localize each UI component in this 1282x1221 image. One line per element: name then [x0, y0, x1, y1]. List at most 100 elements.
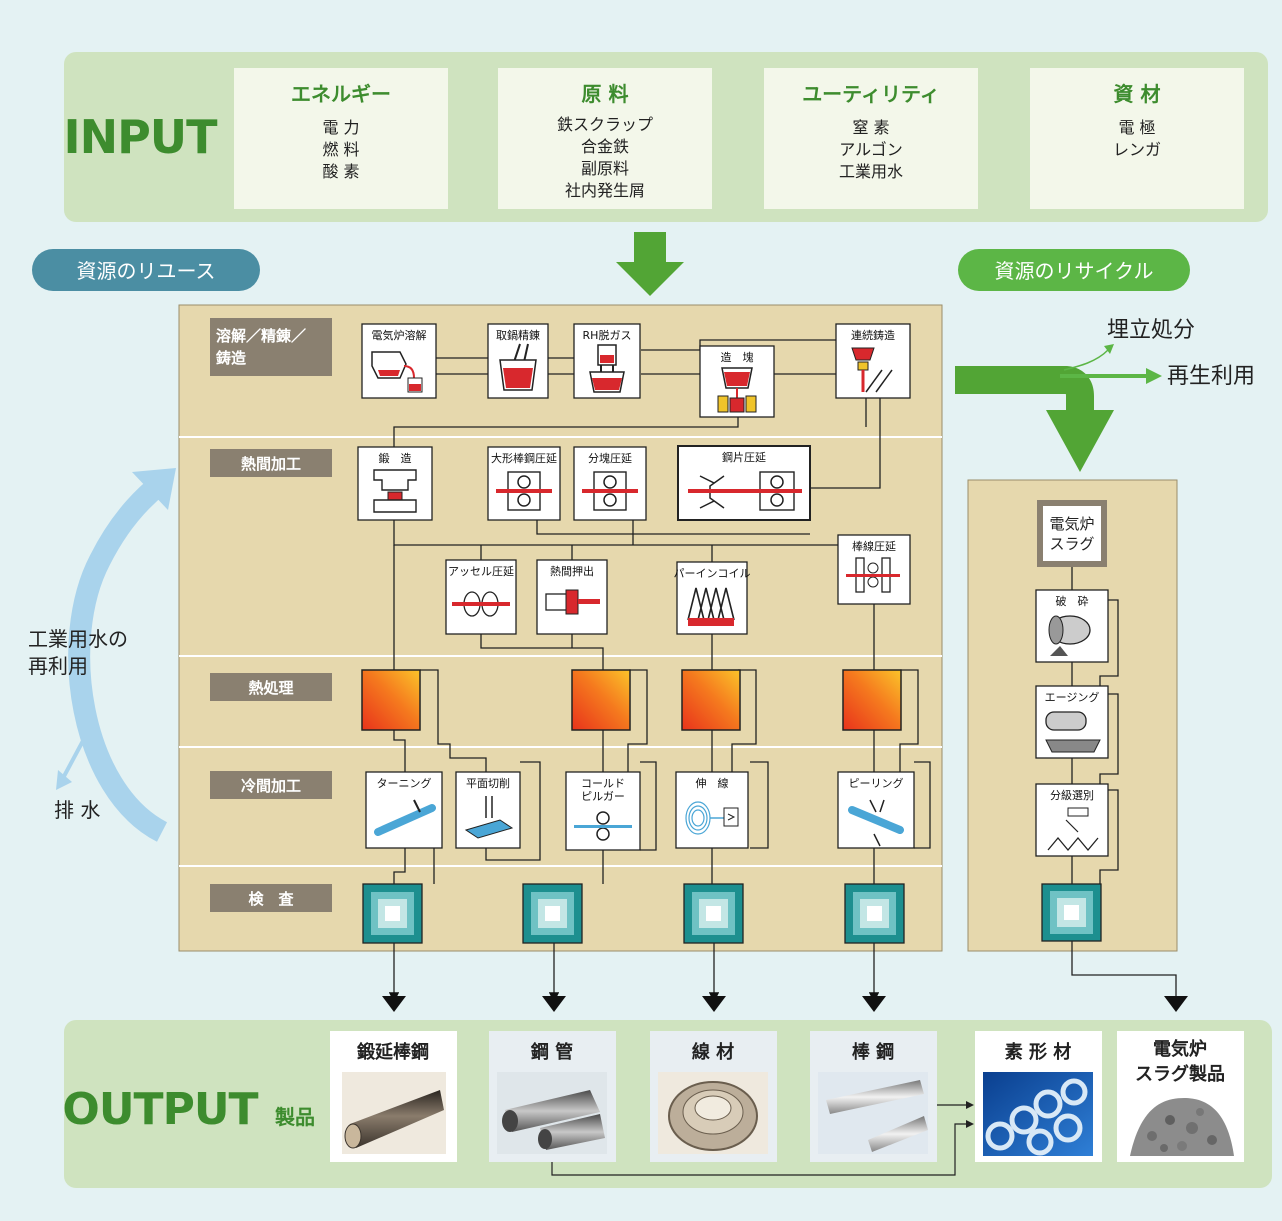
- slag-flow-lines: [1071, 567, 1177, 996]
- category-item: 工業用水: [839, 162, 903, 181]
- pilger-icon: [574, 811, 632, 841]
- heat-treatment-furnace-2: [571, 669, 631, 731]
- assel-mill-icon: [452, 591, 510, 617]
- process-label: 大形棒鋼圧延: [491, 451, 557, 465]
- grinding-icon: [464, 796, 514, 839]
- process-label: 棒線圧延: [852, 539, 896, 553]
- rh-degasser-icon: [589, 344, 625, 393]
- process-label: コールド: [581, 777, 625, 790]
- category-title: エネルギー: [291, 82, 391, 106]
- inspection-unit-1: [362, 883, 423, 944]
- category-title: 資 材: [1114, 82, 1161, 106]
- forged-bar-photo: [342, 1072, 446, 1154]
- process-label: 破 砕: [1056, 594, 1089, 608]
- category-item: 燃 料: [322, 140, 359, 159]
- process-ladle-refining: 取鍋精錬: [487, 323, 549, 399]
- category-item: 窒 素: [852, 118, 889, 137]
- product-name: 棒 鋼: [852, 1041, 894, 1063]
- process-large-bar-rolling: 大形棒鋼圧延: [487, 446, 561, 521]
- product-wire-rod: 線 材: [650, 1031, 777, 1162]
- rolling-stand-icon: [846, 557, 900, 593]
- category-item: 電 力: [322, 118, 359, 137]
- product-steel-bar: 棒 鋼: [810, 1031, 937, 1162]
- input-down-arrow: [616, 232, 684, 296]
- stage-label-text: 熱間加工: [241, 455, 301, 473]
- slag-inspection-unit: [1041, 883, 1102, 942]
- stage-dividers: [179, 436, 942, 867]
- coil-icon: [687, 587, 735, 626]
- process-label: 取鍋精錬: [496, 328, 540, 342]
- steel-bar-photo: [818, 1072, 928, 1154]
- process-label: 鍛 造: [379, 451, 412, 465]
- wire-coil-icon: [685, 801, 739, 835]
- flow-lines: [388, 339, 931, 1003]
- process-cold-pilger: コールド ピルガー: [565, 771, 641, 851]
- landfill-label: 埋立処分: [1107, 318, 1195, 343]
- product-forged-bar: 鍛延棒鋼: [330, 1031, 457, 1162]
- formed-rings-photo: [983, 1072, 1093, 1156]
- slag-source-label: 電気炉: [1049, 515, 1094, 533]
- eaf-furnace-icon: [371, 351, 423, 393]
- input-category-energy: エネルギー 電 力 燃 料 酸 素: [234, 68, 448, 209]
- process-label: 鋼片圧延: [722, 450, 766, 464]
- input-category-utilities: ユーティリティ 窒 素 アルゴン 工業用水: [764, 68, 978, 209]
- process-blooming: 分塊圧延: [573, 446, 647, 521]
- process-continuous-casting: 連続鋳造: [835, 323, 911, 399]
- forging-press-icon: [373, 469, 417, 513]
- input-heading: INPUT: [63, 110, 218, 164]
- heat-treatment-furnace-4: [842, 669, 902, 731]
- category-item: 副原料: [581, 159, 629, 178]
- recycle-badge-label: 資源のリサイクル: [995, 259, 1154, 283]
- inspection-unit-3: [683, 883, 744, 944]
- rolling-mill-icon: [582, 471, 638, 511]
- stage-label-hot-working: 熱間加工: [210, 449, 332, 477]
- extrusion-press-icon: [545, 589, 600, 615]
- inspection-unit-2: [522, 883, 583, 944]
- slag-output-arrowhead: [1164, 996, 1188, 1012]
- stage-label-text: 冷間加工: [241, 777, 301, 795]
- category-item: 鉄スクラップ: [557, 115, 653, 134]
- process-label: 分塊圧延: [588, 452, 632, 465]
- process-wire-drawing: 伸 線: [675, 771, 749, 849]
- turning-icon: [374, 799, 436, 836]
- category-title: 原 料: [582, 82, 629, 106]
- category-item: 合金鉄: [581, 137, 629, 156]
- process-label: アッセル圧延: [448, 565, 514, 578]
- slag-crushing: 破 砕: [1035, 589, 1109, 663]
- product-name: 線 材: [692, 1041, 734, 1063]
- stage-label-text: 鋳造: [216, 349, 246, 367]
- steel-pipe-photo: [497, 1072, 607, 1154]
- output-arrowheads: [382, 996, 886, 1012]
- crusher-icon: [1048, 615, 1091, 656]
- process-billet-rolling: 鋼片圧延: [677, 445, 811, 521]
- recycle-badge: 資源のリサイクル: [958, 249, 1190, 291]
- wire-coil-photo: [658, 1072, 768, 1154]
- heat-treatment-furnace-1: [361, 669, 421, 731]
- process-ingot-casting: 造 塊: [699, 345, 775, 418]
- process-label: 熱間押出: [550, 564, 594, 578]
- process-forging: 鍛 造: [357, 446, 433, 521]
- billet-mill-icon: [688, 471, 802, 511]
- stage-label-text: 熱処理: [248, 679, 293, 697]
- process-peeling: ピーリング: [837, 771, 915, 849]
- output-heading: OUTPUT: [62, 1084, 258, 1135]
- process-garret-coil: パーインコイル: [674, 561, 751, 635]
- category-item: 酸 素: [322, 162, 359, 181]
- input-category-raw-materials: 原 料 鉄スクラップ 合金鉄 副原料 社内発生屑: [498, 68, 712, 209]
- water-reuse-label-line2: 再利用: [28, 654, 88, 678]
- process-label: エージング: [1045, 690, 1100, 704]
- water-reuse-arc: [56, 468, 176, 842]
- product-name: 素 形 材: [1005, 1041, 1072, 1063]
- sorting-icon: [1047, 807, 1099, 852]
- slag-source-box: 電気炉 スラグ: [1037, 500, 1107, 567]
- process-label: ピルガー: [581, 790, 625, 803]
- ccm-icon: [851, 347, 893, 393]
- process-label: パーインコイル: [674, 567, 751, 580]
- process-label: RH脱ガス: [583, 328, 632, 342]
- rolling-mill-icon: [496, 471, 552, 511]
- slag-source-label: スラグ: [1049, 535, 1094, 553]
- slag-aging: エージング: [1035, 685, 1109, 759]
- category-item: 社内発生屑: [565, 181, 645, 200]
